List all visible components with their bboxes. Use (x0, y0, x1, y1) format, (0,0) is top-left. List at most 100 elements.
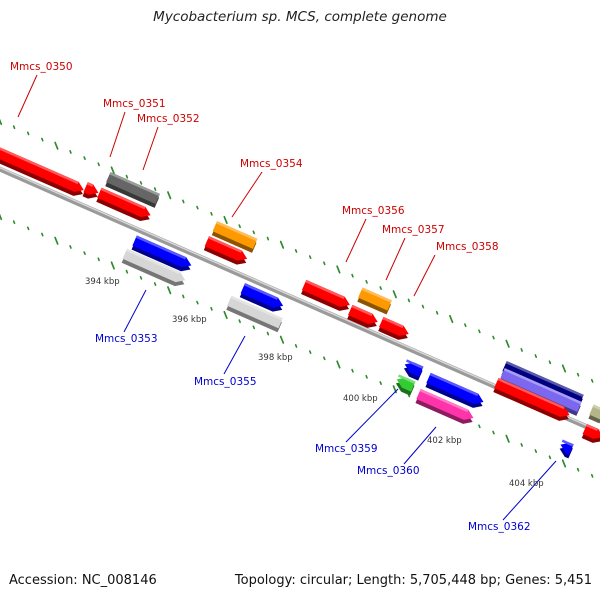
tick-mark (182, 199, 185, 204)
reverse-strand-features (121, 235, 575, 459)
gene-label-0350[interactable]: Mmcs_0350 (10, 61, 73, 73)
gene-highlight (0, 144, 79, 185)
gene-body (227, 295, 283, 329)
gene-feature-0354b[interactable] (203, 236, 250, 268)
gene-feature-0362[interactable] (557, 439, 575, 459)
tick-mark (167, 191, 172, 200)
gene-feature-0353[interactable] (121, 248, 188, 290)
tick-mark (534, 449, 538, 454)
gene-body (379, 316, 409, 336)
gene-feature-0355[interactable] (226, 295, 284, 333)
tick-mark (223, 310, 228, 320)
gene-body (582, 423, 600, 439)
tick-mark (505, 339, 510, 348)
gene-label-0353[interactable]: Mmcs_0353 (95, 333, 158, 345)
tick-mark (125, 174, 129, 179)
gene-label-0351[interactable]: Mmcs_0351 (103, 98, 166, 110)
tick-mark (252, 230, 256, 235)
tick-mark (590, 473, 594, 478)
tick-mark (379, 381, 382, 385)
tick-mark (83, 156, 86, 161)
gene-feature-x2[interactable] (499, 368, 583, 416)
gene-feature-r1[interactable] (401, 359, 424, 381)
gene-feature-0350[interactable] (0, 144, 87, 199)
tick-mark (435, 310, 439, 315)
tick-mark (590, 378, 594, 383)
gene-feature-0358[interactable] (377, 316, 411, 343)
forward-strand-features (0, 144, 600, 446)
gene-feature-0352[interactable] (96, 187, 154, 225)
gene-body (560, 442, 574, 455)
leader-line-0358 (413, 254, 436, 297)
gene-highlight (208, 236, 243, 253)
tick-mark (294, 249, 298, 253)
gene-feature-0359b[interactable] (425, 372, 487, 411)
gene-label-0360[interactable]: Mmcs_0360 (357, 465, 420, 477)
accession-text: Accession: NC_008146 (9, 573, 157, 588)
topology-text: Topology: circular; Length: 5,705,448 bp… (234, 573, 592, 588)
leader-line-0350 (17, 74, 38, 118)
gene-feature-0351[interactable] (104, 172, 160, 208)
gene-feature-0356[interactable] (300, 279, 353, 314)
tick-mark (125, 269, 129, 274)
tick-mark (69, 150, 72, 154)
tick-mark (576, 372, 580, 377)
tick-mark (365, 279, 368, 284)
gene-feature-x3[interactable] (493, 377, 573, 424)
gene-label-0359[interactable]: Mmcs_0359 (315, 443, 378, 455)
gene-label-0358[interactable]: Mmcs_0358 (436, 241, 499, 253)
tick-mark (110, 261, 115, 270)
gene-feature-0354[interactable] (211, 221, 258, 253)
gene-highlight (305, 279, 345, 300)
gene-label-0356[interactable]: Mmcs_0356 (342, 205, 405, 217)
tick-mark (223, 215, 228, 225)
tick-mark (83, 251, 86, 256)
gene-label-0354[interactable]: Mmcs_0354 (240, 158, 303, 170)
tick-mark (167, 286, 172, 295)
tick-mark (238, 224, 241, 229)
gene-feature-x5[interactable] (581, 423, 600, 446)
gene-feature-0355a[interactable] (239, 283, 286, 315)
tick-mark (449, 314, 454, 324)
tick-mark (54, 236, 59, 245)
gene-feature-0357[interactable] (357, 287, 393, 315)
tick-mark (520, 443, 523, 447)
gene-label-0357[interactable]: Mmcs_0357 (382, 224, 445, 236)
gene-highlight (216, 221, 258, 242)
gene-label-0352[interactable]: Mmcs_0352 (137, 113, 200, 125)
gene-highlight (244, 283, 279, 300)
gene-label-0362[interactable]: Mmcs_0362 (468, 521, 531, 533)
tick-mark (323, 261, 326, 266)
tick-mark (576, 467, 580, 472)
gene-feature-0360[interactable] (415, 388, 477, 427)
gene-feature-0357b[interactable] (346, 304, 380, 331)
tick-mark (492, 430, 495, 435)
tick-mark (492, 335, 495, 340)
gene-label-0355[interactable]: Mmcs_0355 (194, 376, 257, 388)
tick-mark (308, 350, 312, 355)
leader-line-0356 (345, 218, 367, 263)
leader-line-0353 (123, 289, 147, 333)
tick-mark (210, 306, 213, 311)
gene-highlight (586, 423, 599, 432)
tick-mark (421, 304, 425, 309)
gene-highlight (125, 248, 181, 275)
tick-mark (0, 118, 3, 126)
gene-feature-0359[interactable] (393, 374, 416, 396)
leader-line-0352 (142, 126, 159, 171)
gene-highlight (503, 368, 582, 405)
gene-feature-x4[interactable] (588, 404, 600, 424)
tick-mark (110, 166, 115, 175)
tick-mark (392, 290, 397, 299)
tick-mark (210, 211, 213, 216)
gene-highlight (497, 377, 565, 410)
gene-body (589, 404, 600, 420)
gene-feature-0350b[interactable] (82, 182, 102, 202)
tick-mark (54, 141, 59, 150)
tick-mark (153, 282, 157, 286)
gene-highlight (135, 235, 187, 260)
gene-highlight (419, 388, 469, 413)
gene-feature-0353a[interactable] (131, 235, 195, 275)
gene-body (106, 172, 160, 204)
